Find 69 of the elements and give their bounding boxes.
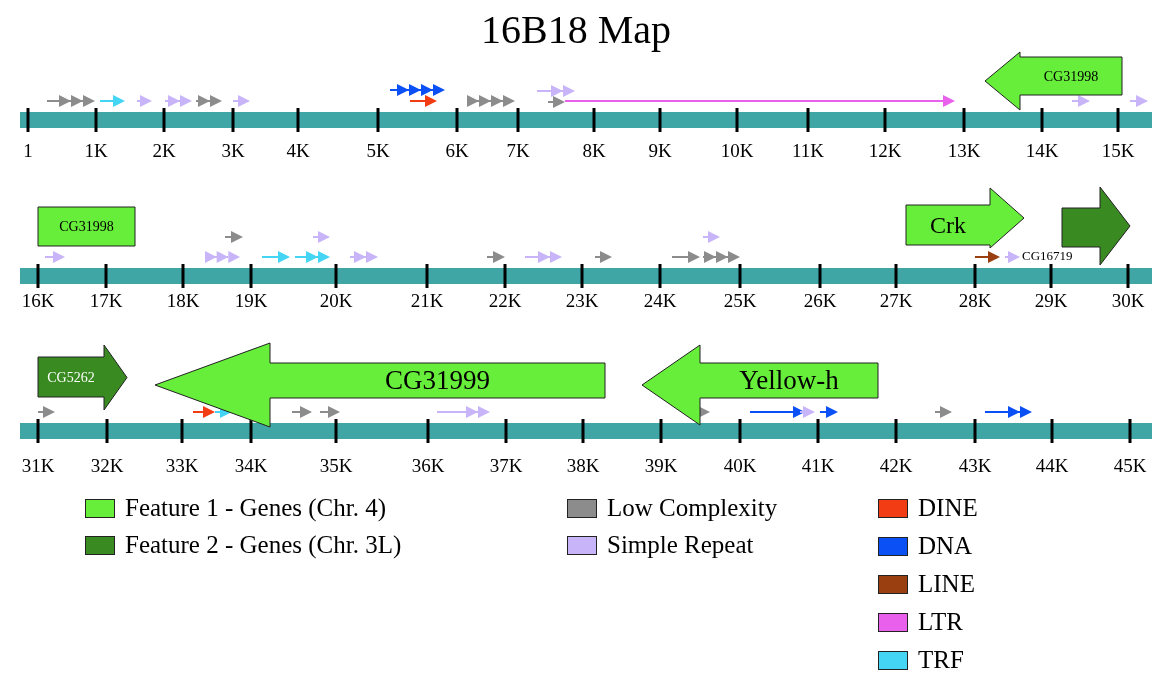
tick-label: 31K xyxy=(21,455,55,477)
tick-label: 9K xyxy=(648,140,672,162)
tick-label: 16K xyxy=(21,290,55,312)
tick-label: 5K xyxy=(366,140,390,162)
tick-label: 8K xyxy=(582,140,606,162)
legend-label: Low Complexity xyxy=(607,494,778,522)
gene-block xyxy=(155,343,605,427)
legend-label: Feature 2 - Genes (Chr. 3L) xyxy=(125,531,402,559)
tick-label: 15K xyxy=(1101,140,1135,162)
gene-block xyxy=(985,52,1122,110)
tick-label: 18K xyxy=(166,290,200,312)
tick-label: 20K xyxy=(319,290,353,312)
gene-block xyxy=(38,345,127,410)
tick-label: 32K xyxy=(90,455,124,477)
gene-label: CG5262 xyxy=(46,368,96,387)
tick-label: 26K xyxy=(803,290,837,312)
gene-label: CG31998 xyxy=(1042,67,1100,86)
tick-label: 11K xyxy=(792,140,824,162)
gene-block xyxy=(642,345,878,425)
tick-label: 10K xyxy=(720,140,754,162)
tick-label: 24K xyxy=(643,290,677,312)
tick-label: 29K xyxy=(1034,290,1068,312)
gene-block xyxy=(38,207,135,246)
title: 16B18 Map xyxy=(480,6,672,54)
tick-label: 42K xyxy=(879,455,913,477)
legend-label: TRF xyxy=(918,646,964,673)
tick-label: 36K xyxy=(411,455,445,477)
tick-label: 33K xyxy=(165,455,199,477)
tick-label: 30K xyxy=(1111,290,1145,312)
tick-label: 44K xyxy=(1035,455,1069,477)
tick-label: 12K xyxy=(868,140,902,162)
legend-label: Feature 1 - Genes (Chr. 4) xyxy=(125,494,387,522)
tick-label: 23K xyxy=(565,290,599,312)
tick-label: 1 xyxy=(23,140,33,162)
tick-label: 34K xyxy=(234,455,268,477)
gene-block xyxy=(906,188,1024,248)
gene-label: CG31999 xyxy=(384,364,491,398)
tick-label: 41K xyxy=(801,455,835,477)
tick-label: 19K xyxy=(234,290,268,312)
tick-label: 3K xyxy=(221,140,245,162)
tick-label: 35K xyxy=(319,455,353,477)
tick-label: 38K xyxy=(566,455,600,477)
gene-label: Yellow-h xyxy=(738,364,840,398)
tick-label: 1K xyxy=(84,140,108,162)
tick-label: 2K xyxy=(152,140,176,162)
gene-label: Crk xyxy=(929,211,967,240)
legend-label: DINE xyxy=(918,494,978,522)
tick-label: 4K xyxy=(286,140,310,162)
tick-label: 17K xyxy=(89,290,123,312)
tick-label: 28K xyxy=(958,290,992,312)
tick-label: 39K xyxy=(644,455,678,477)
tick-label: 27K xyxy=(879,290,913,312)
legend-label: LTR xyxy=(918,608,963,636)
legend-label: DNA xyxy=(918,532,973,560)
tick-label: 21K xyxy=(410,290,444,312)
tick-label: 7K xyxy=(506,140,530,162)
tick-label: 40K xyxy=(723,455,757,477)
gene-label: CG31998 xyxy=(58,218,115,236)
gene-label: CG16719 xyxy=(1022,248,1073,264)
tick-label: 37K xyxy=(489,455,523,477)
tick-label: 22K xyxy=(488,290,522,312)
tick-label: 13K xyxy=(947,140,981,162)
legend-label: LINE xyxy=(918,570,975,598)
tick-label: 6K xyxy=(445,140,469,162)
legend-label: Simple Repeat xyxy=(607,531,754,559)
tick-label: 43K xyxy=(958,455,992,477)
tick-label: 45K xyxy=(1113,455,1147,477)
tick-label: 14K xyxy=(1025,140,1059,162)
tick-label: 25K xyxy=(723,290,757,312)
